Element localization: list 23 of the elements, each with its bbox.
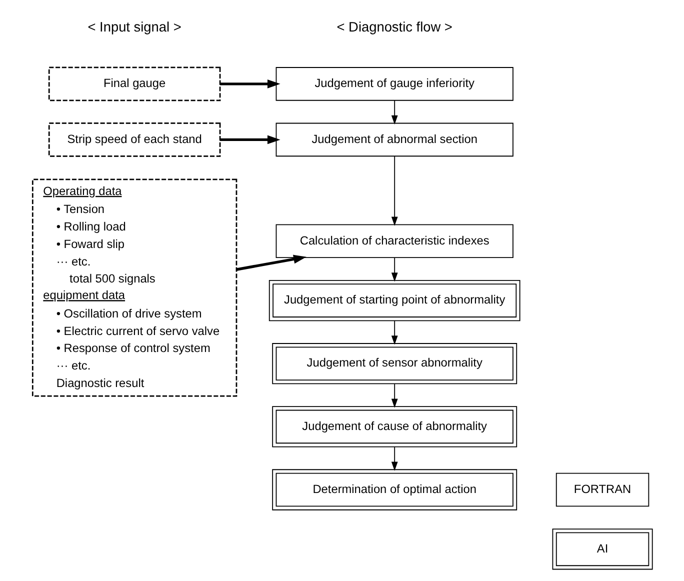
node-box: Judgement of gauge inferiority <box>275 67 513 101</box>
node-box: Judgement of abnormal section <box>275 122 513 157</box>
node-box: Strip speed of each stand <box>48 122 220 157</box>
arrow <box>220 79 280 88</box>
label: < Input signal > <box>87 19 181 34</box>
node-box: Judgement of cause of abnormality <box>272 406 517 448</box>
legend-label: FORTRAN <box>573 482 631 496</box>
node-box: Final gauge <box>48 66 220 102</box>
arrow <box>390 257 398 282</box>
arrow <box>390 100 398 125</box>
arrow <box>236 254 306 271</box>
label: < Diagnostic flow > <box>336 19 452 34</box>
node-box: Calculation of characteristic indexes <box>275 224 513 258</box>
arrow <box>390 446 398 471</box>
node-box: Judgement of sensor abnormality <box>272 343 517 384</box>
arrow <box>390 156 398 226</box>
node-box: Judgement of starting point of abnormality <box>268 280 520 322</box>
node-box: Determination of optimal action <box>272 469 517 510</box>
legend-label: AI <box>596 541 608 556</box>
node-box: Operating data • Tension • Rolling load • Foward slip ··· etc. total 500 signals equipment data • Oscillation of drive system • Electric current of servo valve • Response of control system ··· etc. Diagnostic result <box>31 178 237 397</box>
arrow <box>390 320 398 345</box>
arrow <box>220 135 280 144</box>
arrow <box>390 384 398 408</box>
